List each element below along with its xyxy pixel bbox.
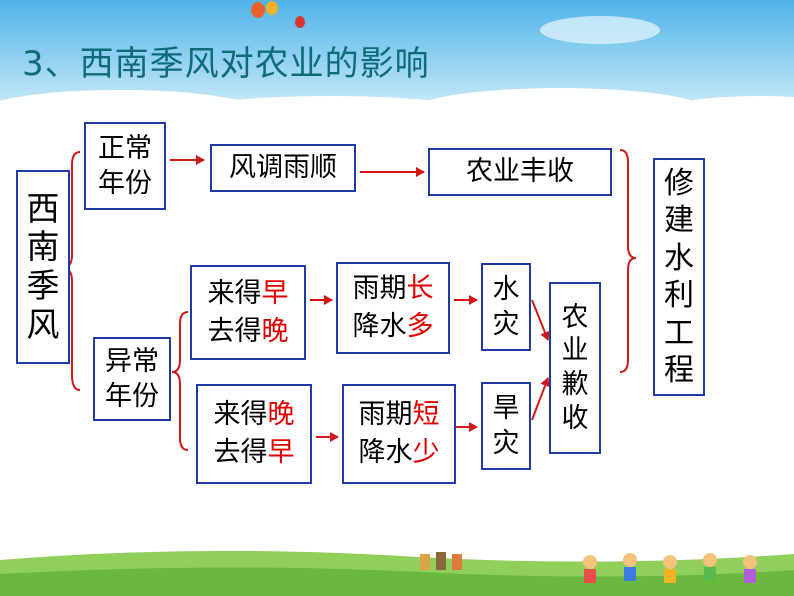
abnormal-year-line2: 年份 [105,381,159,412]
good-harvest-node: 农业丰收 [428,148,612,196]
water-works-char: 水 [664,240,694,276]
water-works-char: 建 [664,203,694,238]
root-char: 季 [26,266,60,305]
arrow-flood-to-poor [531,299,550,341]
water-works-char: 工 [664,315,694,351]
balloon-icon [251,1,305,28]
drought-char: 灾 [492,428,520,459]
poor-harvest-node: 农 业 歉 收 [549,282,601,454]
flood-char: 灾 [492,309,520,340]
early-arrival-line2: 去得晚 [207,315,289,347]
root-char: 西 [26,188,60,228]
early-arrival-line1: 来得早 [207,277,289,309]
root-char: 风 [26,304,60,344]
water-works-char: 利 [664,278,694,313]
normal-year-line1: 正常 [98,132,152,164]
animals-illustration [420,552,462,570]
grass-strip [0,550,794,596]
brace-abnormal [171,311,189,451]
children-illustration [583,553,757,583]
poor-harvest-char: 歉 [561,369,589,400]
good-harvest-text: 农业丰收 [466,156,574,188]
drought-node: 旱 灾 [481,382,531,470]
flood-char: 水 [492,273,520,305]
normal-year-node: 正常 年份 [84,122,166,210]
favorable-weather-node: 风调雨顺 [210,144,356,192]
water-works-char: 程 [664,353,694,388]
root-node-southwest-monsoon: 西 南 季 风 [16,170,70,364]
abnormal-year-node: 异常 年份 [93,337,171,421]
late-arrival-node: 来得晚 去得早 [196,384,312,484]
poor-harvest-char: 农 [561,301,589,333]
water-works-char: 修 [664,165,694,201]
late-arrival-line1: 来得晚 [213,399,295,431]
water-works-node: 修 建 水 利 工 程 [653,158,705,396]
early-arrival-node: 来得早 去得晚 [190,265,306,360]
poor-harvest-char: 收 [561,402,589,434]
brace-right [619,149,637,373]
short-rain-node: 雨期短 降水少 [342,384,456,484]
root-char: 南 [26,227,60,267]
drought-char: 旱 [492,392,520,424]
page-title: 3、西南季风对农业的影响 [22,44,430,84]
flood-node: 水 灾 [481,263,531,351]
late-arrival-line2: 去得早 [213,437,295,468]
arrow-drought-to-poor [531,377,550,421]
abnormal-year-line1: 异常 [105,345,159,377]
sky-banner [0,0,794,120]
long-rain-line1: 雨期长 [352,273,434,305]
long-rain-line2: 降水多 [352,311,434,342]
short-rain-line2: 降水少 [358,437,440,468]
short-rain-line1: 雨期短 [358,399,440,431]
normal-year-line2: 年份 [98,168,152,199]
favorable-weather-text: 风调雨顺 [229,152,337,184]
long-rain-node: 雨期长 降水多 [336,262,450,354]
poor-harvest-char: 业 [561,335,589,367]
